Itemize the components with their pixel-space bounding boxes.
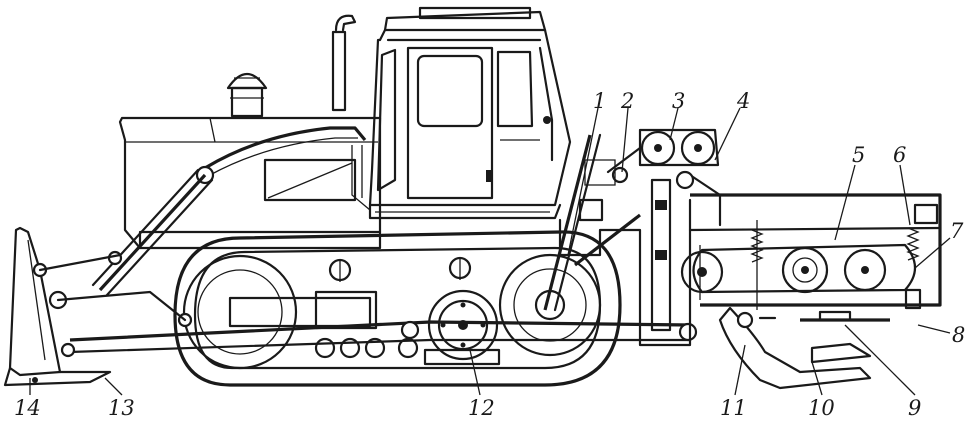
- callout-3: 3: [672, 89, 685, 113]
- ripper-mount: [800, 310, 890, 322]
- leader-lines: [29, 107, 951, 396]
- callout-4: 4: [736, 89, 750, 113]
- tension-mechanism: [578, 146, 642, 222]
- ripper-spring-front: [904, 227, 922, 310]
- callout-13: 13: [108, 396, 135, 420]
- drive-hub: [423, 289, 501, 366]
- air-precleaner: [226, 72, 268, 118]
- track-assembly: [173, 230, 622, 387]
- rear-mounting: [543, 133, 692, 347]
- ripper-shank: [718, 306, 872, 390]
- callout-10: 10: [808, 396, 835, 420]
- callout-14: 14: [14, 396, 41, 420]
- exhaust-pipe: [331, 14, 357, 112]
- callout-5: 5: [852, 143, 865, 167]
- callout-8: 8: [952, 323, 965, 347]
- callout-6: 6: [893, 143, 906, 167]
- cab: [368, 6, 572, 220]
- callout-labels: 1 2 3 4 5 6 7 8 9 10 11 12 13 14: [14, 89, 965, 420]
- callout-1: 1: [593, 89, 606, 113]
- callout-12: 12: [468, 396, 495, 420]
- callout-7: 7: [950, 219, 964, 243]
- ripper-spring-rear: [750, 220, 764, 310]
- callout-9: 9: [908, 396, 921, 420]
- callout-2: 2: [620, 89, 634, 113]
- dozer-blade: [3, 226, 187, 387]
- callout-11: 11: [720, 396, 747, 420]
- hydraulic-lines: [195, 126, 371, 211]
- blade-lift-cylinder: [91, 168, 214, 297]
